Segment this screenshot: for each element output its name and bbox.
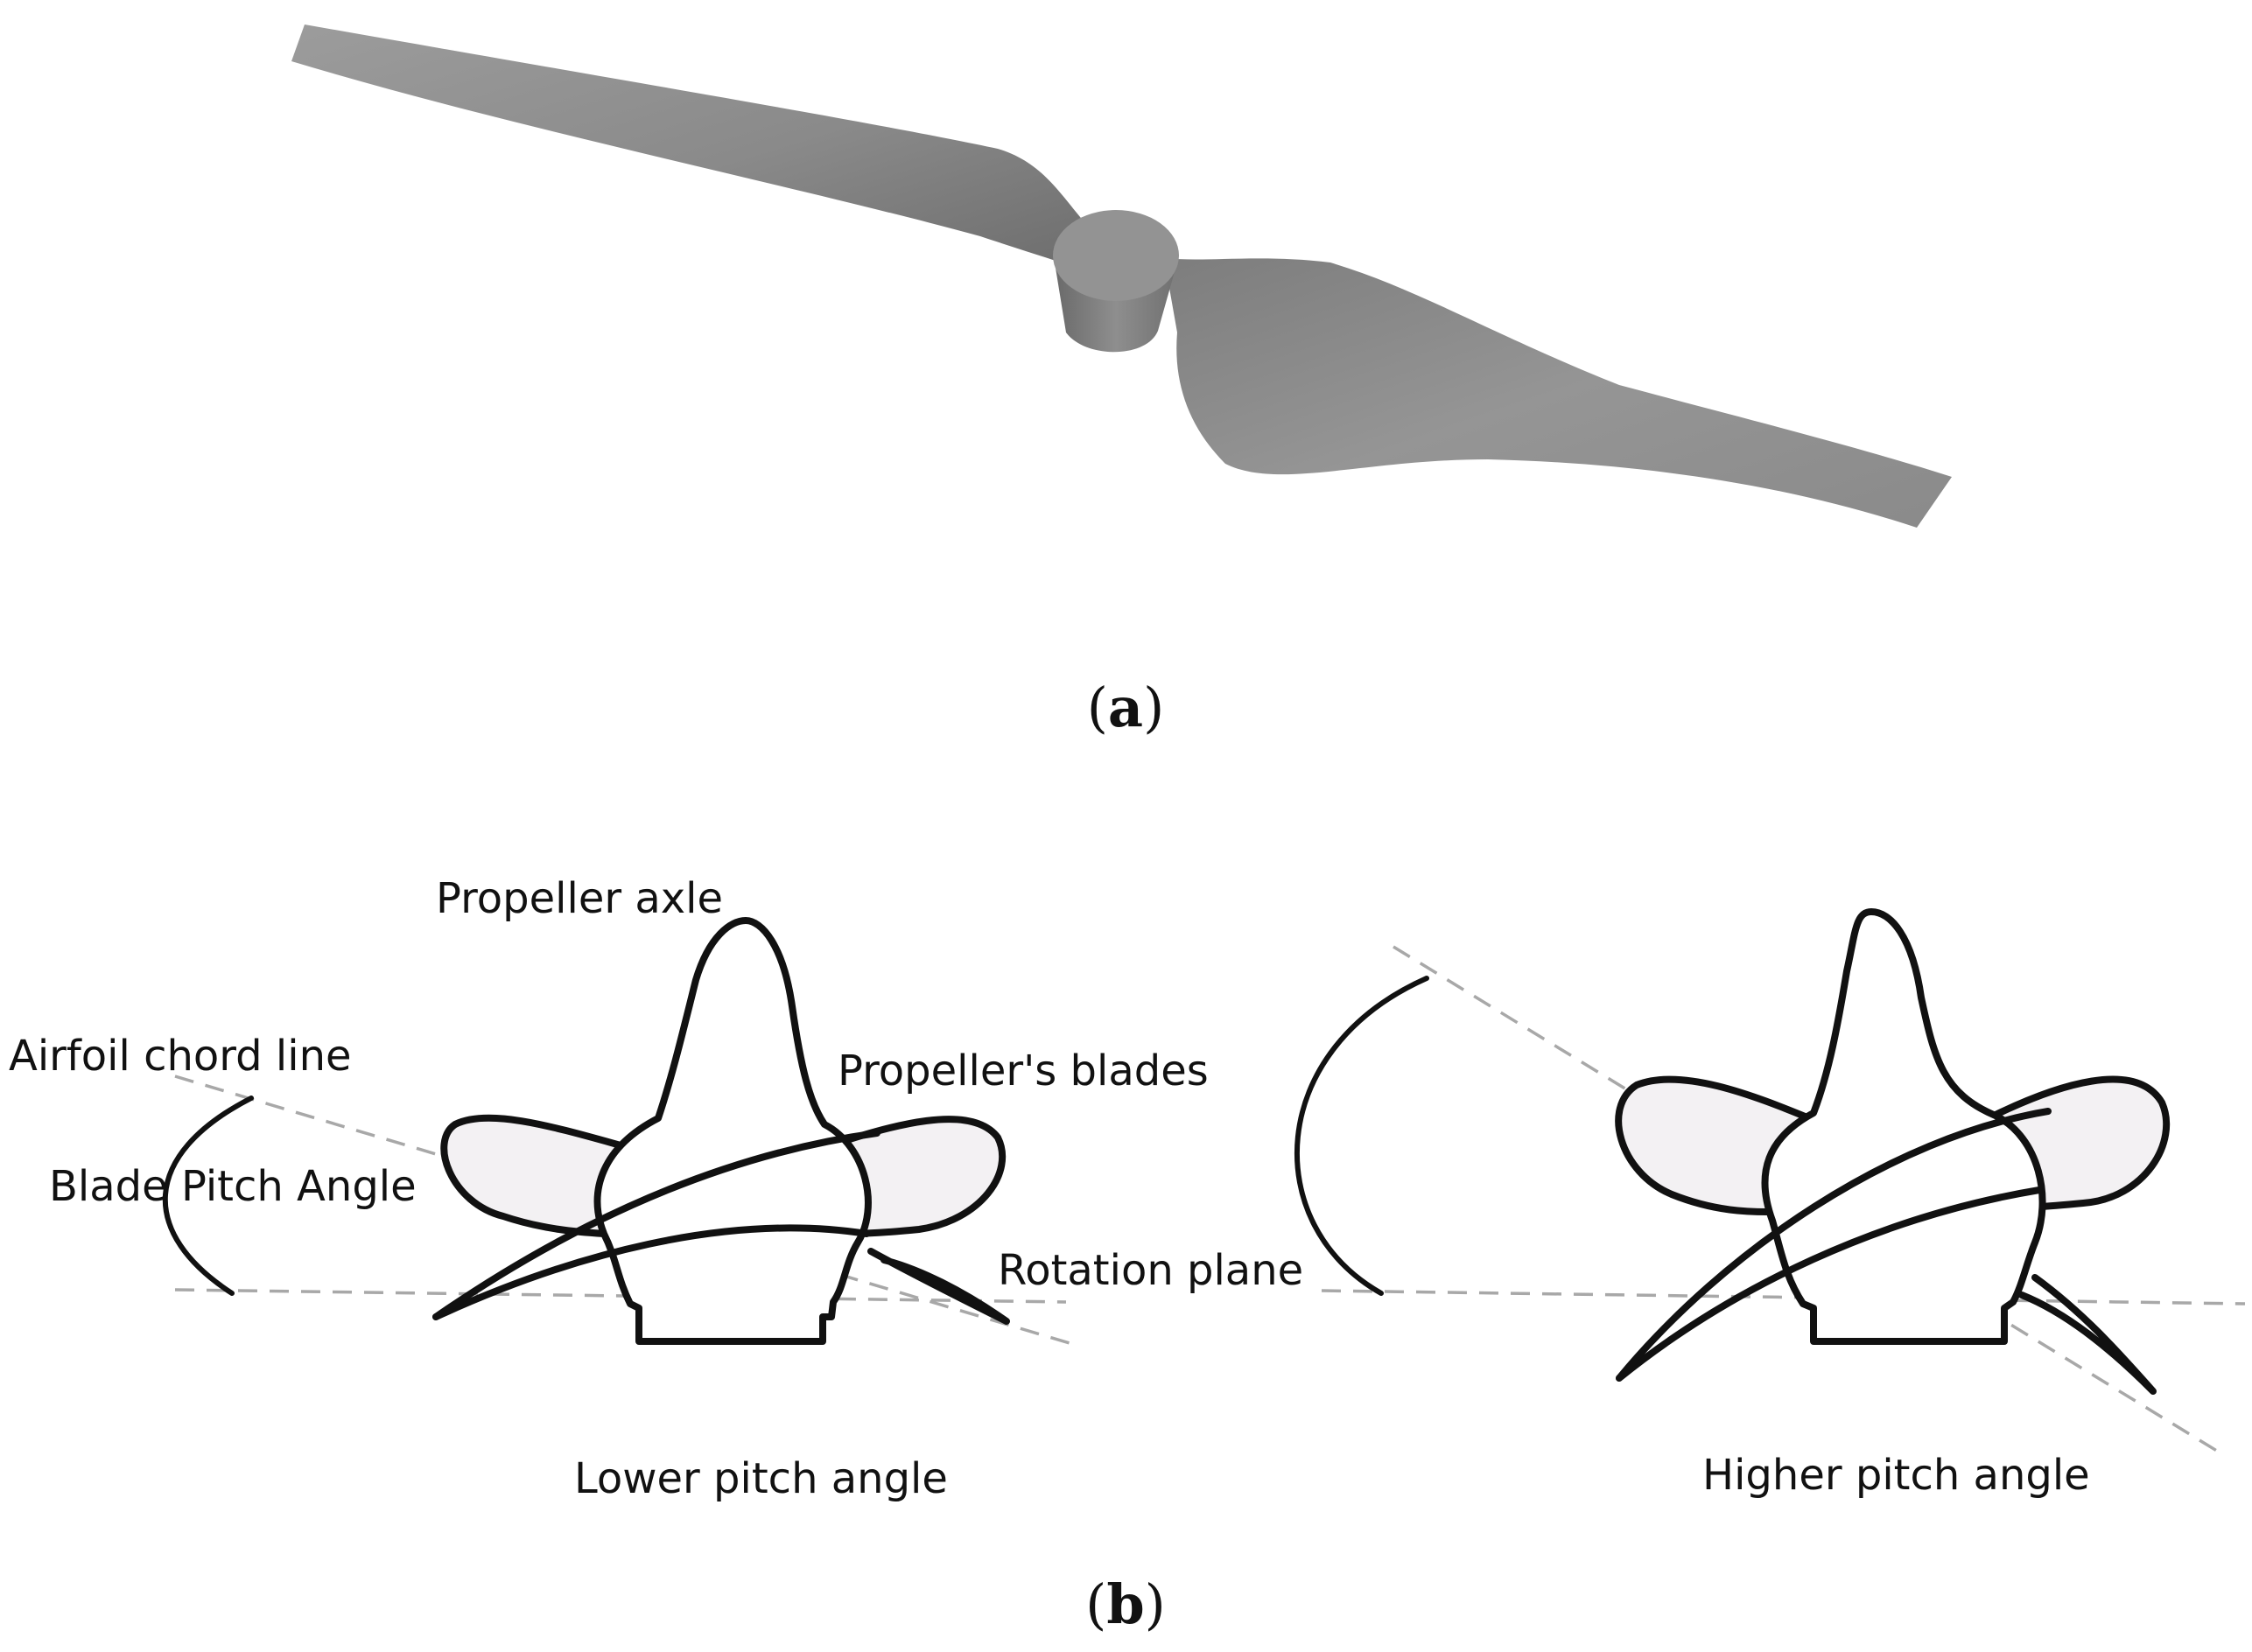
spinner-body [593, 917, 872, 1345]
blade-pitch-angle-arc-2 [1294, 976, 1429, 1296]
blade-tip-right-2 [2018, 1274, 2157, 1395]
caption-a: (a) [1087, 676, 1165, 739]
caption-b: (b) [1085, 1572, 1166, 1636]
hub-cylinder-top [1053, 210, 1179, 301]
label-rotation-plane: Rotation plane [998, 1246, 1303, 1295]
rotation-plane-guide [174, 1288, 1067, 1304]
blade-pitch-angle-arc [162, 1096, 254, 1296]
label-blade-pitch-angle: Blade Pitch Angle [49, 1162, 417, 1211]
label-propeller-axle: Propeller axle [436, 874, 723, 923]
label-airfoil-chord-line: Airfoil chord line [9, 1032, 352, 1081]
left-propeller-blade [291, 24, 1085, 271]
label-lower-pitch-angle: Lower pitch angle [574, 1454, 948, 1503]
lower-pitch-diagram [162, 917, 1070, 1345]
spinner-body-2 [1761, 908, 2046, 1345]
blade-tip-left-upper [432, 1130, 880, 1320]
blade-tip-left-upper-2 [1616, 1108, 2052, 1382]
blade-tip-left [432, 1224, 870, 1320]
label-higher-pitch-angle: Higher pitch angle [1702, 1451, 2090, 1500]
blade-tip-left-2 [1616, 1186, 2043, 1382]
higher-pitch-diagram [1294, 908, 2246, 1454]
left-blade-lobe [440, 1114, 634, 1237]
label-propellers-blades: Propeller's blades [838, 1046, 1209, 1096]
rotation-plane-guide-2 [1321, 1289, 2246, 1306]
propeller-3d-render [291, 24, 1952, 528]
blade-tip-right [867, 1248, 1010, 1325]
right-propeller-blade [1164, 258, 1952, 528]
